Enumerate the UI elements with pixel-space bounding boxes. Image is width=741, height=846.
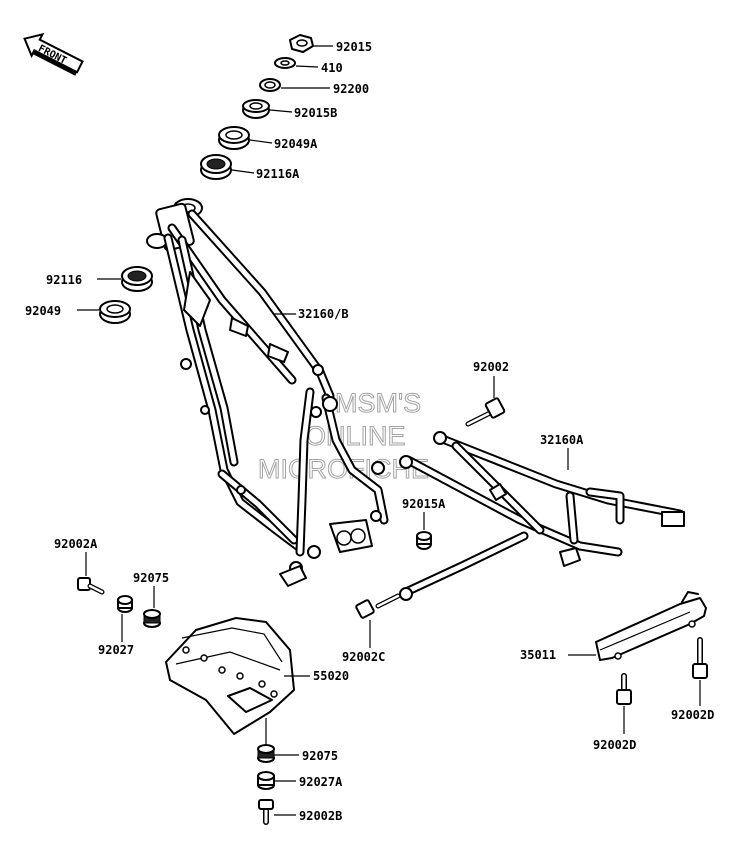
part-main-frame-32160B[interactable]	[146, 198, 389, 587]
part-nut-92015A[interactable]	[416, 531, 432, 550]
part-bolt-92002[interactable]	[465, 397, 506, 427]
front-arrow-icon: FRONT	[23, 32, 84, 76]
callout-92015: 92015	[336, 40, 372, 54]
part-seal-92116A[interactable]	[200, 154, 232, 180]
part-bolt-92002D-right[interactable]	[692, 637, 708, 679]
part-rear-frame-32160A[interactable]	[399, 431, 685, 601]
callout-92002C: 92002C	[342, 650, 385, 664]
callout-92015B: 92015B	[294, 106, 337, 120]
part-bolt-92002A[interactable]	[77, 577, 105, 595]
callout-32160B: 32160/B	[298, 307, 349, 321]
part-skid-plate-55020[interactable]	[165, 617, 295, 735]
callout-92002B: 92002B	[299, 809, 342, 823]
part-collar-92027A[interactable]	[257, 771, 275, 790]
part-grommet-92075-bottom[interactable]	[257, 744, 275, 763]
callout-92075-bottom: 92075	[302, 749, 338, 763]
part-bolt-92002B[interactable]	[258, 799, 274, 825]
callout-35011: 35011	[520, 648, 556, 662]
part-bearing-92049A[interactable]	[218, 126, 250, 150]
callout-92027: 92027	[98, 643, 134, 657]
callout-92049A: 92049A	[274, 137, 318, 151]
part-chain-guide-35011[interactable]	[595, 591, 707, 661]
callout-55020: 55020	[313, 669, 349, 683]
callout-410: 410	[321, 61, 343, 75]
part-bolt-92002C[interactable]	[355, 593, 401, 619]
callout-group-stem	[231, 45, 333, 174]
part-nut-92015[interactable]	[289, 34, 314, 53]
part-washer-410[interactable]	[274, 57, 296, 69]
callout-92002D-right: 92002D	[671, 708, 714, 722]
part-nut-92015B[interactable]	[242, 99, 270, 119]
part-collar-92027[interactable]	[117, 595, 133, 613]
part-grommet-92075-top[interactable]	[143, 609, 161, 628]
callout-92116A: 92116A	[256, 167, 300, 181]
part-washer-92200[interactable]	[259, 78, 281, 92]
callout-92116: 92116	[46, 273, 82, 287]
callout-92002A: 92002A	[54, 537, 98, 551]
callout-92015A: 92015A	[402, 497, 446, 511]
watermark-line-2: ONLINE	[305, 421, 406, 451]
callout-32160A: 32160A	[540, 433, 584, 447]
callout-92200: 92200	[333, 82, 369, 96]
watermark: MSM'S ONLINE MICROFICHE	[258, 388, 430, 485]
callout-92027A: 92027A	[299, 775, 343, 789]
callout-92049: 92049	[25, 304, 61, 318]
watermark-line-1: MSM'S	[335, 388, 421, 418]
callout-92002D-left: 92002D	[593, 738, 636, 752]
part-bearing-92049[interactable]	[99, 300, 131, 324]
callout-92002: 92002	[473, 360, 509, 374]
part-seal-92116[interactable]	[121, 266, 153, 292]
callout-92075-top: 92075	[133, 571, 169, 585]
part-bolt-92002D-left[interactable]	[616, 673, 632, 705]
